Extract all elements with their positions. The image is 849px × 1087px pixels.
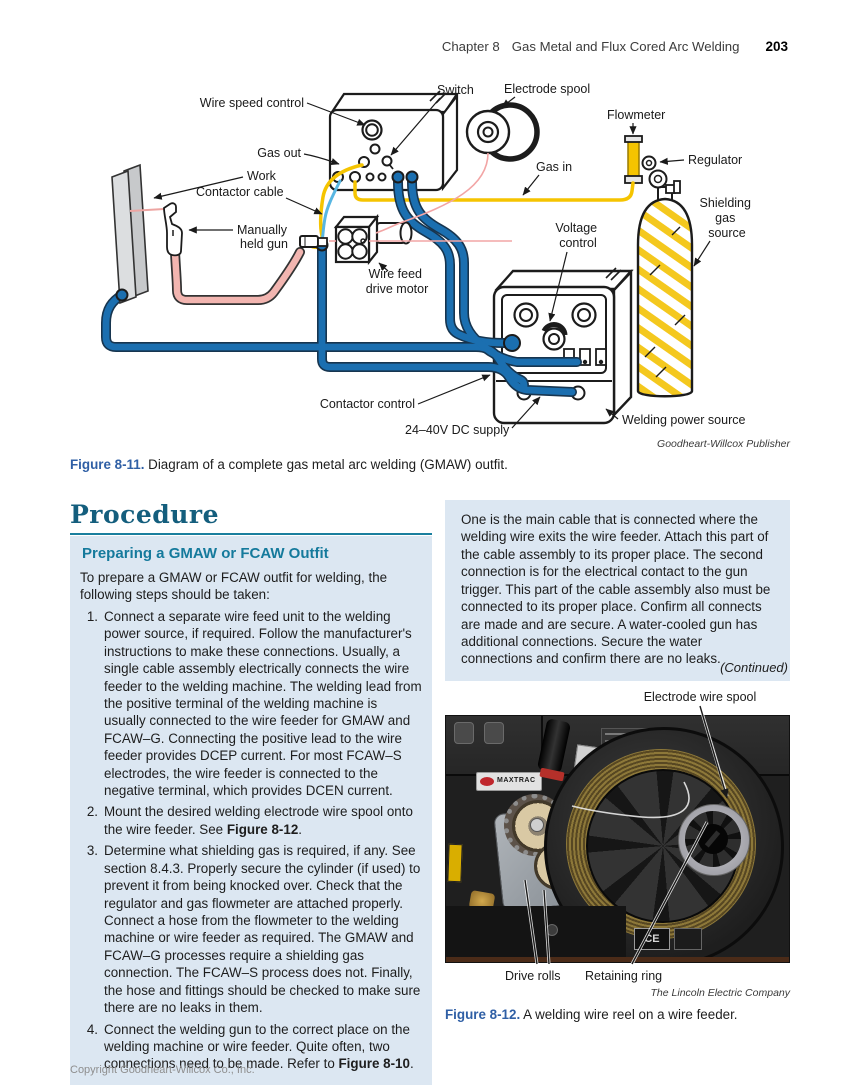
- label-wire-feed-drive-motor: Wire feed drive motor: [366, 267, 429, 296]
- step-text: Connect the welding gun to the correct p…: [104, 1021, 414, 1072]
- figure-8-12-caption: Figure 8-12. A welding wire reel on a wi…: [445, 1006, 790, 1023]
- page-header: Chapter 8 Gas Metal and Flux Cored Arc We…: [0, 39, 788, 54]
- label-shielding-gas-source: Shielding gas source: [700, 196, 755, 240]
- figure-8-11-label: Figure 8-11.: [70, 457, 145, 472]
- flowmeter: [624, 135, 643, 184]
- procedure-intro: To prepare a GMAW or FCAW outfit for wel…: [80, 570, 388, 603]
- procedure-step: 3. Determine what shielding gas is requir…: [80, 842, 422, 1016]
- welding-gun: [129, 202, 183, 257]
- figure-8-12-label: Figure 8-12.: [445, 1007, 521, 1022]
- procedure-subheading: Preparing a GMAW or FCAW Outfit: [82, 545, 329, 562]
- chapter-title: Gas Metal and Flux Cored Arc Welding: [511, 39, 740, 54]
- figure-8-12-credit: The Lincoln Electric Company: [650, 987, 790, 999]
- label-gas-in: Gas in: [536, 160, 572, 174]
- procedure-step: 1. Connect a separate wire feed unit to t…: [80, 608, 422, 800]
- welding-cables: [101, 177, 582, 397]
- figure-8-11-caption: Figure 8-11. Diagram of a complete gas m…: [70, 456, 790, 473]
- label-flowmeter: Flowmeter: [607, 108, 665, 122]
- procedure-step: 4. Connect the welding gun to the correct…: [80, 1021, 422, 1073]
- label-gas-out: Gas out: [257, 146, 301, 160]
- work-clamp: [115, 288, 129, 302]
- label-wire-speed-control: Wire speed control: [200, 96, 304, 110]
- step-number: 4.: [86, 1021, 98, 1037]
- label-electrode-spool: Electrode spool: [504, 82, 590, 96]
- figure-8-11-caption-text: Diagram of a complete gas metal arc weld…: [148, 457, 508, 472]
- label-electrode-wire-spool: Electrode wire spool: [643, 690, 757, 704]
- page-number: 203: [765, 39, 788, 54]
- chapter-label: Chapter 8: [441, 39, 500, 54]
- procedure-heading: Procedure: [70, 500, 220, 529]
- gmaw-outfit-diagram: Wire speed control Switch Electrode spoo…: [101, 82, 755, 437]
- label-welding-power-source: Welding power source: [622, 413, 745, 427]
- electrode-wire-path: [329, 152, 512, 242]
- step-text: Determine what shielding gas is required…: [104, 843, 421, 1016]
- figure-8-11-credit: Goodheart-Willcox Publisher: [657, 438, 790, 450]
- procedure-step: 2. Mount the desired welding electrode wi…: [80, 803, 422, 838]
- label-contactor-control: Contactor control: [320, 397, 415, 411]
- procedure-rule: [70, 533, 432, 535]
- label-switch: Switch: [437, 83, 474, 97]
- label-regulator: Regulator: [688, 153, 742, 167]
- label-manually-held-gun: Manually held gun: [237, 223, 291, 251]
- step-text: Connect a separate wire feed unit to the…: [104, 608, 422, 799]
- maxtrac-logo-icon: [480, 777, 494, 786]
- drive-roll-upper-bolt: [530, 818, 544, 832]
- procedure-steps: 1. Connect a separate wire feed unit to t…: [80, 608, 422, 1073]
- procedure-box: Preparing a GMAW or FCAW Outfit To prepa…: [70, 536, 432, 1085]
- label-dc-supply: 24–40V DC supply: [405, 423, 510, 437]
- wire-feeder-box: [328, 90, 460, 192]
- wire-feed-drive-motor: [299, 213, 413, 266]
- gun-cable: [170, 247, 305, 305]
- regulator-assembly: [641, 155, 681, 194]
- contactor-cable-line: [320, 179, 342, 244]
- step-number: 2.: [86, 804, 98, 820]
- continuation-box: One is the main cable that is connected …: [445, 500, 790, 681]
- label-retaining-ring: Retaining ring: [585, 969, 663, 983]
- gas-cylinder: [636, 186, 694, 398]
- gas-in-hose: [353, 180, 635, 202]
- wire-strand: [571, 781, 690, 819]
- figure-8-12-caption-text: A welding wire reel on a wire feeder.: [523, 1007, 738, 1022]
- step-number: 3.: [86, 843, 98, 859]
- label-contactor-cable: Contactor cable: [196, 185, 284, 199]
- wire-feeder-photo: MAXTRAC CE: [445, 715, 790, 963]
- toggle-switch-icon: [454, 722, 474, 744]
- maxtrac-brand-text: MAXTRAC: [497, 777, 536, 784]
- diagram-labels: Wire speed control Switch Electrode spoo…: [153, 82, 755, 437]
- table-edge: [446, 957, 789, 962]
- label-voltage-control: Voltage control: [555, 221, 600, 250]
- electrode-spool: [465, 102, 540, 162]
- workpiece: [111, 163, 149, 305]
- maxtrac-badge: MAXTRAC: [476, 772, 542, 791]
- toggle-switch-icon: [484, 722, 504, 744]
- step-number: 1.: [86, 608, 98, 624]
- label-drive-rolls: Drive rolls: [505, 969, 561, 983]
- copyright-notice: Copyright Goodheart-Willcox Co., Inc.: [70, 1064, 255, 1076]
- label-work: Work: [247, 169, 277, 183]
- step-text: Mount the desired welding electrode wire…: [104, 804, 413, 837]
- continuation-text: One is the main cable that is connected …: [461, 512, 771, 667]
- continued-marker: (Continued): [720, 660, 788, 675]
